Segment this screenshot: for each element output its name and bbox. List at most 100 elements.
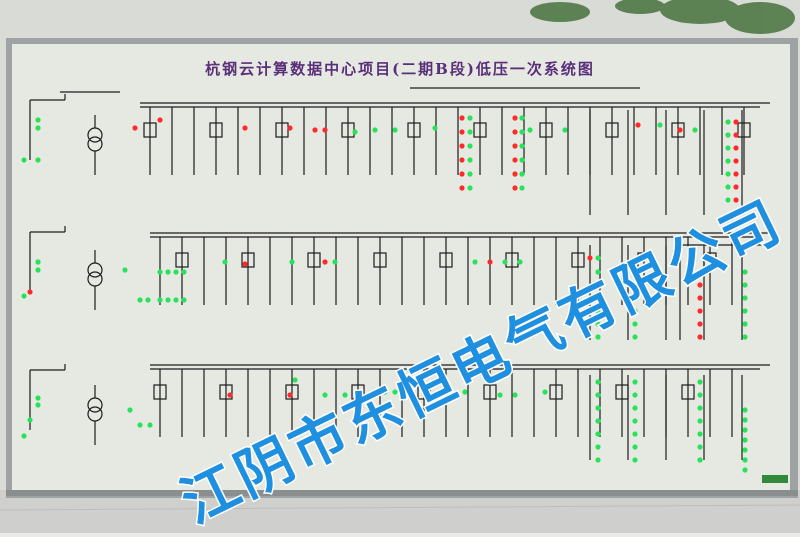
green-indicator-light <box>595 255 601 261</box>
green-indicator-light <box>512 392 518 398</box>
red-indicator-light <box>459 185 465 191</box>
green-indicator-light <box>632 308 638 314</box>
red-indicator-light <box>733 171 739 177</box>
device-box <box>417 384 431 400</box>
device-box <box>153 384 167 400</box>
red-indicator-light <box>512 115 518 121</box>
device-box <box>241 252 255 268</box>
green-indicator-light <box>595 295 601 301</box>
green-indicator-light <box>632 431 638 437</box>
green-indicator-light <box>697 444 703 450</box>
green-indicator-light <box>725 132 731 138</box>
device-box <box>351 384 365 400</box>
green-indicator-light <box>122 267 128 273</box>
red-indicator-light <box>487 259 493 265</box>
green-indicator-light <box>725 184 731 190</box>
green-indicator-light <box>632 392 638 398</box>
red-indicator-light <box>733 132 739 138</box>
green-indicator-light <box>742 437 748 443</box>
green-indicator-light <box>352 129 358 135</box>
green-indicator-light <box>632 418 638 424</box>
red-indicator-light <box>27 289 33 295</box>
green-indicator-light <box>742 457 748 463</box>
device-box <box>539 122 553 138</box>
green-indicator-light <box>595 282 601 288</box>
green-indicator-light <box>632 321 638 327</box>
green-indicator-light <box>595 457 601 463</box>
green-indicator-light <box>35 125 41 131</box>
green-indicator-light <box>725 197 731 203</box>
green-indicator-light <box>519 143 525 149</box>
red-indicator-light <box>287 392 293 398</box>
green-indicator-light <box>697 418 703 424</box>
green-indicator-light <box>519 171 525 177</box>
green-indicator-light <box>742 321 748 327</box>
device-box <box>681 384 695 400</box>
red-indicator-light <box>733 119 739 125</box>
green-indicator-light <box>467 115 473 121</box>
green-indicator-light <box>742 407 748 413</box>
green-indicator-light <box>392 127 398 133</box>
device-box <box>407 122 421 138</box>
green-indicator-light <box>21 433 27 439</box>
red-indicator-light <box>287 125 293 131</box>
green-indicator-light <box>725 158 731 164</box>
green-indicator-light <box>467 185 473 191</box>
red-indicator-light <box>512 185 518 191</box>
green-indicator-light <box>157 297 163 303</box>
red-indicator-light <box>459 115 465 121</box>
green-indicator-light <box>35 267 41 273</box>
green-indicator-light <box>519 115 525 121</box>
board-title: 杭钢云计算数据中心项目(二期B段)低压一次系统图 <box>205 60 595 78</box>
red-indicator-light <box>459 157 465 163</box>
device-box <box>307 252 321 268</box>
green-indicator-light <box>697 392 703 398</box>
schematic-wiring <box>29 87 770 460</box>
green-indicator-light <box>595 308 601 314</box>
green-indicator-light <box>697 431 703 437</box>
green-indicator-light <box>742 282 748 288</box>
device-box <box>143 122 157 138</box>
green-indicator-light <box>497 392 503 398</box>
indicator-lights <box>21 115 748 473</box>
green-indicator-light <box>432 392 438 398</box>
green-indicator-light <box>21 293 27 299</box>
green-indicator-light <box>595 392 601 398</box>
green-indicator-light <box>692 127 698 133</box>
red-indicator-light <box>242 261 248 267</box>
green-indicator-light <box>157 269 163 275</box>
green-indicator-light <box>632 444 638 450</box>
green-indicator-light <box>697 457 703 463</box>
green-indicator-light <box>595 431 601 437</box>
green-indicator-light <box>322 392 328 398</box>
red-indicator-light <box>227 392 233 398</box>
green-indicator-light <box>467 157 473 163</box>
red-indicator-light <box>697 295 703 301</box>
green-indicator-light <box>595 379 601 385</box>
green-indicator-light <box>697 405 703 411</box>
device-box <box>605 122 619 138</box>
green-indicator-light <box>21 157 27 163</box>
green-indicator-light <box>595 444 601 450</box>
green-indicator-light <box>502 259 508 265</box>
green-indicator-light <box>742 467 748 473</box>
red-indicator-light <box>459 143 465 149</box>
green-indicator-light <box>467 129 473 135</box>
green-indicator-light <box>742 447 748 453</box>
green-indicator-light <box>147 422 153 428</box>
green-indicator-light <box>632 405 638 411</box>
green-indicator-light <box>632 295 638 301</box>
green-indicator-light <box>137 297 143 303</box>
board-panel <box>12 44 790 492</box>
green-indicator-light <box>632 379 638 385</box>
green-indicator-light <box>467 143 473 149</box>
manufacturer-plate <box>762 475 788 483</box>
plant-leaves <box>530 0 795 34</box>
red-indicator-light <box>512 143 518 149</box>
green-indicator-light <box>27 417 33 423</box>
green-indicator-light <box>35 117 41 123</box>
green-indicator-light <box>742 269 748 275</box>
red-indicator-light <box>697 269 703 275</box>
green-indicator-light <box>562 127 568 133</box>
device-box <box>373 252 387 268</box>
